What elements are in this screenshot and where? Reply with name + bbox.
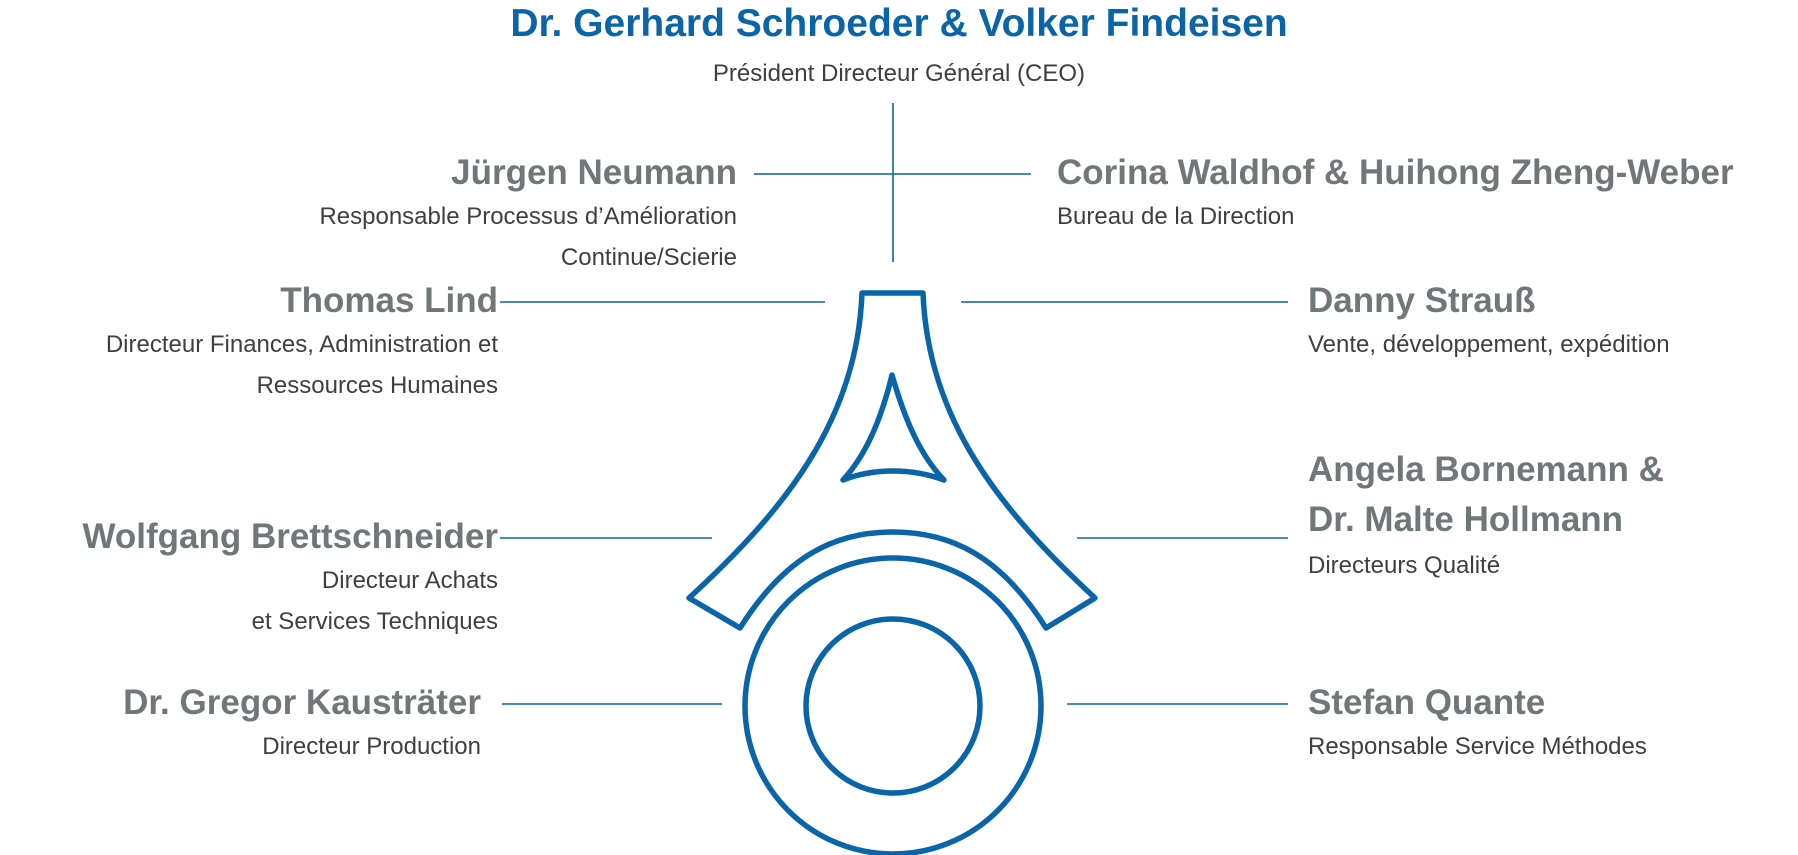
person-role: Bureau de la Direction [1057, 203, 1295, 230]
person-name: Dr. Gregor Kausträter [123, 683, 481, 722]
connector-lines [500, 103, 1288, 705]
node-kaus: Dr. Gregor Kausträter Directeur Producti… [123, 680, 481, 767]
person-role: Directeurs Qualité [1308, 552, 1501, 579]
ceo-name: Dr. Gerhard Schroeder & Volker Findeisen [510, 2, 1288, 45]
person-name: Wolfgang Brettschneider [82, 517, 498, 556]
person-name-line-2: Dr. Malte Hollmann [1308, 500, 1624, 539]
ceo-role: Président Directeur Général (CEO) [712, 60, 1086, 87]
person-role: Directeur Finances, Administration et Re… [105, 331, 498, 399]
logo-outer-ring [742, 555, 1044, 855]
person-name: Stefan Quante [1308, 683, 1546, 722]
person-role: Responsable Processus d’Amélioration Con… [319, 203, 737, 271]
node-bornemann: Angela Bornemann & Dr. Malte Hollmann Di… [1308, 445, 1664, 586]
person-name: Corina Waldhof & Huihong Zheng-Weber [1057, 153, 1734, 192]
company-logo-icon [686, 290, 1098, 855]
person-name-line-1: Angela Bornemann & [1308, 450, 1664, 489]
logo-inner-ring [803, 616, 983, 796]
node-waldhof: Corina Waldhof & Huihong Zheng-Weber Bur… [1057, 150, 1734, 237]
person-role: Vente, développement, expédition [1308, 331, 1670, 358]
person-name: Danny Strauß [1308, 281, 1536, 320]
person-role: Responsable Service Méthodes [1308, 733, 1647, 760]
node-lind: Thomas Lind Directeur Finances, Administ… [106, 278, 498, 406]
node-quante: Stefan Quante Responsable Service Méthod… [1308, 680, 1647, 767]
node-neumann: Jürgen Neumann Responsable Processus d’A… [319, 150, 737, 278]
logo-inner-triangle [840, 372, 947, 483]
person-role: Directeur Achats et Services Techniques [251, 567, 498, 635]
person-role: Directeur Production [262, 733, 481, 760]
person-name: Jürgen Neumann [451, 153, 737, 192]
node-brett: Wolfgang Brettschneider Directeur Achats… [82, 514, 498, 642]
person-name: Thomas Lind [280, 281, 498, 320]
logo-outer-shape [686, 290, 1098, 631]
node-strauss: Danny Strauß Vente, développement, expéd… [1308, 278, 1670, 365]
